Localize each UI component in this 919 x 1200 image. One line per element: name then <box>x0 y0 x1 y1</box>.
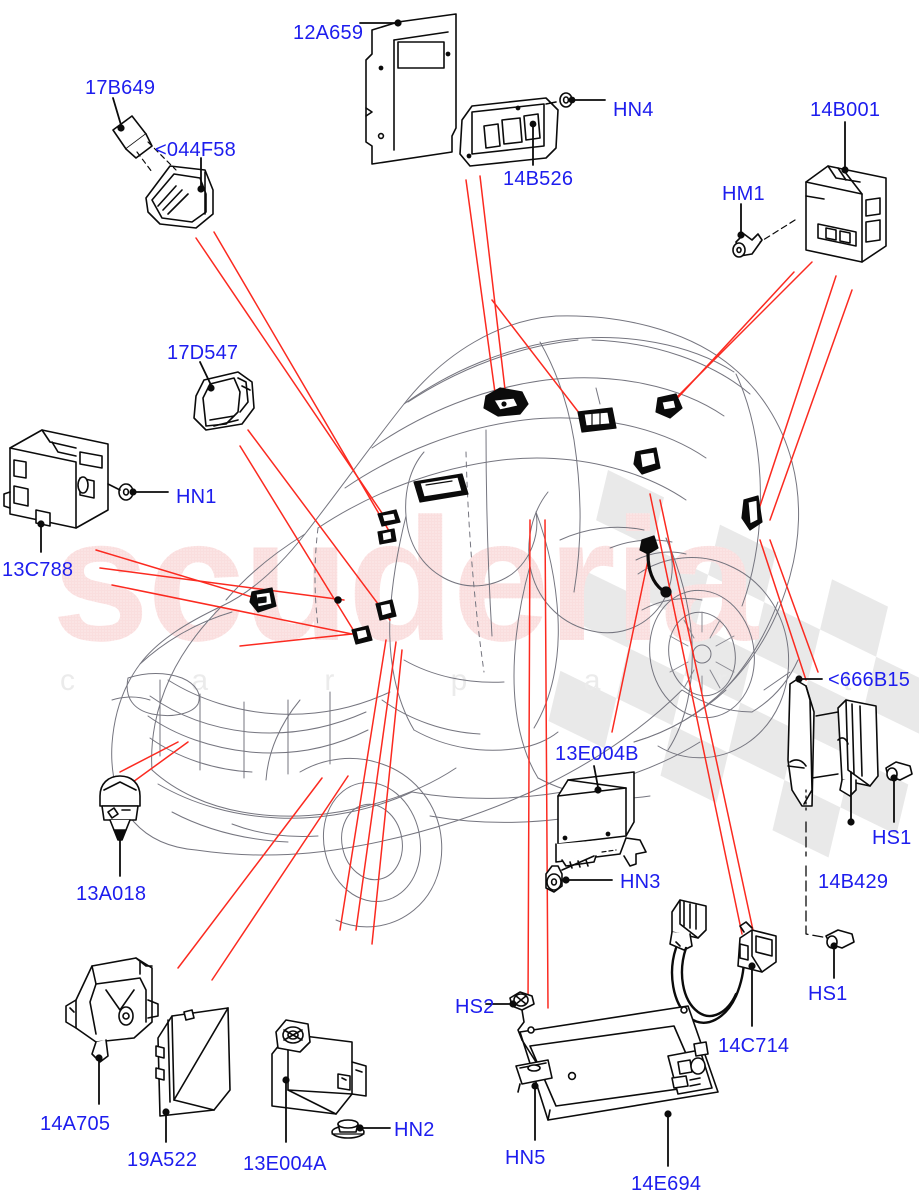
callout-label-17D547[interactable]: 17D547 <box>167 342 239 364</box>
nut-HN2 <box>331 1119 365 1139</box>
callout-label-HM1[interactable]: HM1 <box>722 183 765 205</box>
callout-label-13A018[interactable]: 13A018 <box>76 883 147 905</box>
clip-HM1 <box>732 219 796 258</box>
callout-label-12A659[interactable]: 12A659 <box>293 22 364 44</box>
module-13E004A <box>271 1019 367 1115</box>
module-19A522 <box>155 1007 231 1117</box>
callout-label-HS2[interactable]: HS2 <box>455 996 495 1018</box>
callout-label-HN5[interactable]: HN5 <box>505 1147 546 1169</box>
callout-label-HN2[interactable]: HN2 <box>394 1119 435 1141</box>
callout-label-14B526[interactable]: 14B526 <box>503 168 574 190</box>
callout-label-HS1-lower[interactable]: HS1 <box>808 983 848 1005</box>
bracket-12A659 <box>365 13 457 165</box>
antenna-14B429 <box>805 699 879 939</box>
harness-14C714 <box>669 899 777 1024</box>
module-14B526 <box>459 92 606 167</box>
callout-label-666B15[interactable]: <666B15 <box>828 669 911 691</box>
callout-label-HN3[interactable]: HN3 <box>620 871 661 893</box>
callout-label-13E004A[interactable]: 13E004A <box>243 1153 327 1175</box>
nut-HN3 <box>545 855 595 893</box>
callout-label-14B001[interactable]: 14B001 <box>810 99 881 121</box>
callout-label-14C714[interactable]: 14C714 <box>718 1035 790 1057</box>
callout-label-14E694[interactable]: 14E694 <box>631 1173 702 1195</box>
trim-666B15 <box>787 679 815 807</box>
sensor-17B649 <box>112 115 153 159</box>
callout-label-HS1-upper[interactable]: HS1 <box>872 827 912 849</box>
callout-label-HN4[interactable]: HN4 <box>613 99 654 121</box>
screw-HS1-lower <box>825 929 855 949</box>
module-13E004B <box>555 771 647 869</box>
bracket-044F58 <box>136 141 214 229</box>
callout-label-044F58[interactable]: <044F58 <box>155 139 236 161</box>
screw-HS1-upper <box>885 761 913 781</box>
nut-HN1 <box>107 483 134 501</box>
vehicle-mounted-sensors <box>249 387 763 645</box>
callout-label-13E004B[interactable]: 13E004B <box>555 743 639 765</box>
callout-label-19A522[interactable]: 19A522 <box>127 1149 198 1171</box>
panel-14E694 <box>509 991 719 1121</box>
control-module-13C788 <box>3 429 109 529</box>
bracket-14A705 <box>65 957 159 1063</box>
module-14B001 <box>805 165 887 263</box>
callout-label-17B649[interactable]: 17B649 <box>85 77 156 99</box>
watermark-tagline: c a r p a r t s <box>60 664 919 697</box>
callout-label-13C788[interactable]: 13C788 <box>2 559 74 581</box>
callout-label-14B429[interactable]: 14B429 <box>818 871 889 893</box>
callout-label-HN1[interactable]: HN1 <box>176 486 217 508</box>
callout-label-14A705[interactable]: 14A705 <box>40 1113 111 1135</box>
camera-17D547 <box>193 371 255 431</box>
sensor-13A018 <box>99 775 141 841</box>
